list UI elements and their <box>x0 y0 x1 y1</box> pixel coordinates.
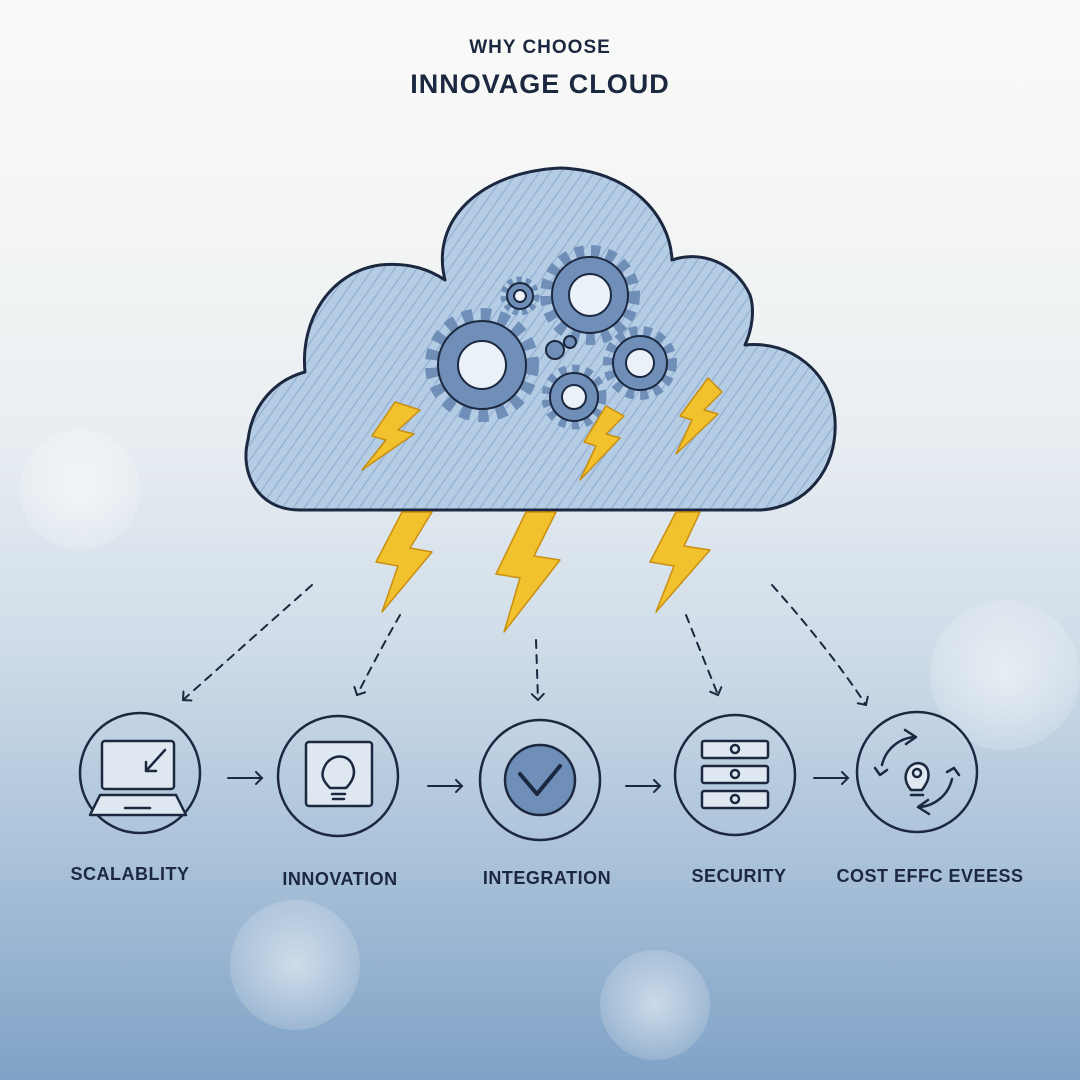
gear-small-icon <box>500 276 540 316</box>
laptop-icon <box>78 711 202 835</box>
arrow-to-cost <box>771 584 869 707</box>
header-kicker: WHY CHOOSE <box>469 37 611 58</box>
arrow-to-scalability <box>181 584 313 702</box>
header: WHY CHOOSE INNOVAGE CLOUD <box>0 34 1080 102</box>
feature-label-scalability: SCALABLITY <box>70 864 190 884</box>
gears-icon <box>425 245 677 430</box>
feature-label-innovation: INNOVATION <box>282 869 398 889</box>
flow-arrows <box>227 771 850 793</box>
checkmark-icon <box>478 718 602 842</box>
feature-label-security: SECURITY <box>691 866 787 886</box>
header-title: INNOVAGE CLOUD <box>410 69 670 99</box>
arrow-to-security <box>685 614 723 697</box>
gear-bottom-icon <box>541 364 607 430</box>
cloud-icon <box>244 166 837 512</box>
gear-right-icon <box>603 326 677 400</box>
arrow-to-integration <box>530 639 545 702</box>
server-icon <box>673 713 797 837</box>
lightning-icons-below <box>375 511 711 633</box>
lightning-icons-cloud <box>361 377 723 481</box>
dashed-arrows <box>181 584 869 707</box>
feature-label-cost: COST EFFC EVEESS <box>836 866 1024 886</box>
lightbulb-icon <box>276 714 400 838</box>
gear-large-icon <box>425 308 539 422</box>
arrow-to-innovation <box>353 614 401 697</box>
feature-label-integration: INTEGRATION <box>482 868 612 888</box>
lightbulb-cycle-icon <box>855 710 979 834</box>
gear-top-icon <box>540 245 640 345</box>
